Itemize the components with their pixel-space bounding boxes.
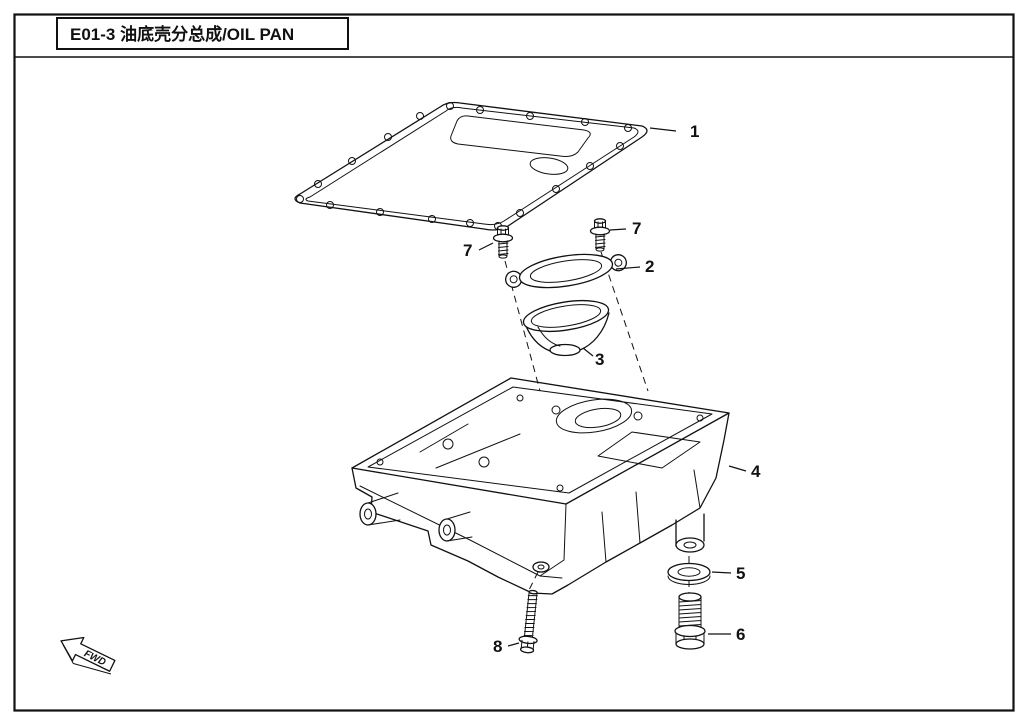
part-3-oil-strainer (522, 299, 610, 357)
part-2-strainer-gasket (505, 253, 627, 289)
part-label-7b: 7 (632, 219, 641, 238)
oil-pan-interior (376, 394, 704, 492)
part-label-2: 2 (645, 257, 654, 276)
part-label-5: 5 (736, 564, 745, 583)
fwd-arrow-icon: FWD (60, 636, 116, 675)
part-label-3: 3 (595, 350, 604, 369)
page-title: E01-3 油底壳分总成/OIL PAN (70, 24, 294, 44)
part-label-8: 8 (493, 637, 502, 656)
part-label-6: 6 (736, 625, 745, 644)
title-box-border (56, 17, 349, 50)
part-6-drain-bolt (674, 592, 706, 650)
part-7-bolt-left (492, 225, 514, 259)
part-labels: 1 7 7 2 3 4 5 6 8 (463, 122, 761, 656)
oil-pan-bolt-boss (532, 561, 550, 573)
part-7-bolt-right (589, 218, 611, 252)
part-label-4: 4 (751, 462, 761, 481)
gasket-bolt-holes (296, 102, 632, 230)
oil-pan-drain-boss (675, 513, 705, 553)
page-border (13, 13, 1015, 712)
fwd-arrow-label: FWD (82, 648, 107, 668)
part-label-7a: 7 (463, 241, 472, 260)
title-box: E01-3 油底壳分总成/OIL PAN (56, 17, 349, 50)
part-label-1: 1 (690, 122, 699, 141)
part-8-bolt (518, 589, 538, 654)
oil-pan-left-bosses (359, 492, 473, 542)
part-4-oil-pan (351, 377, 730, 595)
part-5-washer (667, 562, 711, 585)
part-1-gasket (294, 101, 648, 231)
